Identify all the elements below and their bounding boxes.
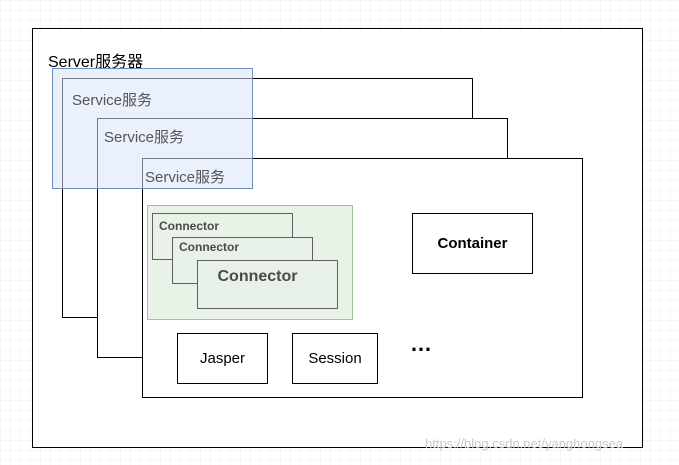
more-ellipsis: …: [410, 331, 433, 356]
watermark-text: https://blog.csdn.net/yanghongsea: [425, 436, 624, 451]
container-label: Container: [437, 235, 508, 252]
session-box[interactable]: Session: [292, 333, 378, 384]
service-highlight-group: [52, 68, 253, 189]
container-box[interactable]: Container: [412, 213, 533, 274]
connector-label-2: Connector: [179, 240, 239, 254]
service-label-1: Service服务: [72, 92, 153, 109]
connector-box-3[interactable]: [197, 260, 338, 309]
service-label-3: Service服务: [145, 169, 226, 186]
server-label: Server服务器: [48, 54, 144, 71]
service-label-2: Service服务: [104, 129, 185, 146]
session-label: Session: [308, 350, 362, 367]
connector-label-1: Connector: [159, 219, 219, 233]
jasper-box[interactable]: Jasper: [177, 333, 268, 384]
connector-label-3: Connector: [217, 267, 298, 285]
jasper-label: Jasper: [199, 350, 246, 367]
